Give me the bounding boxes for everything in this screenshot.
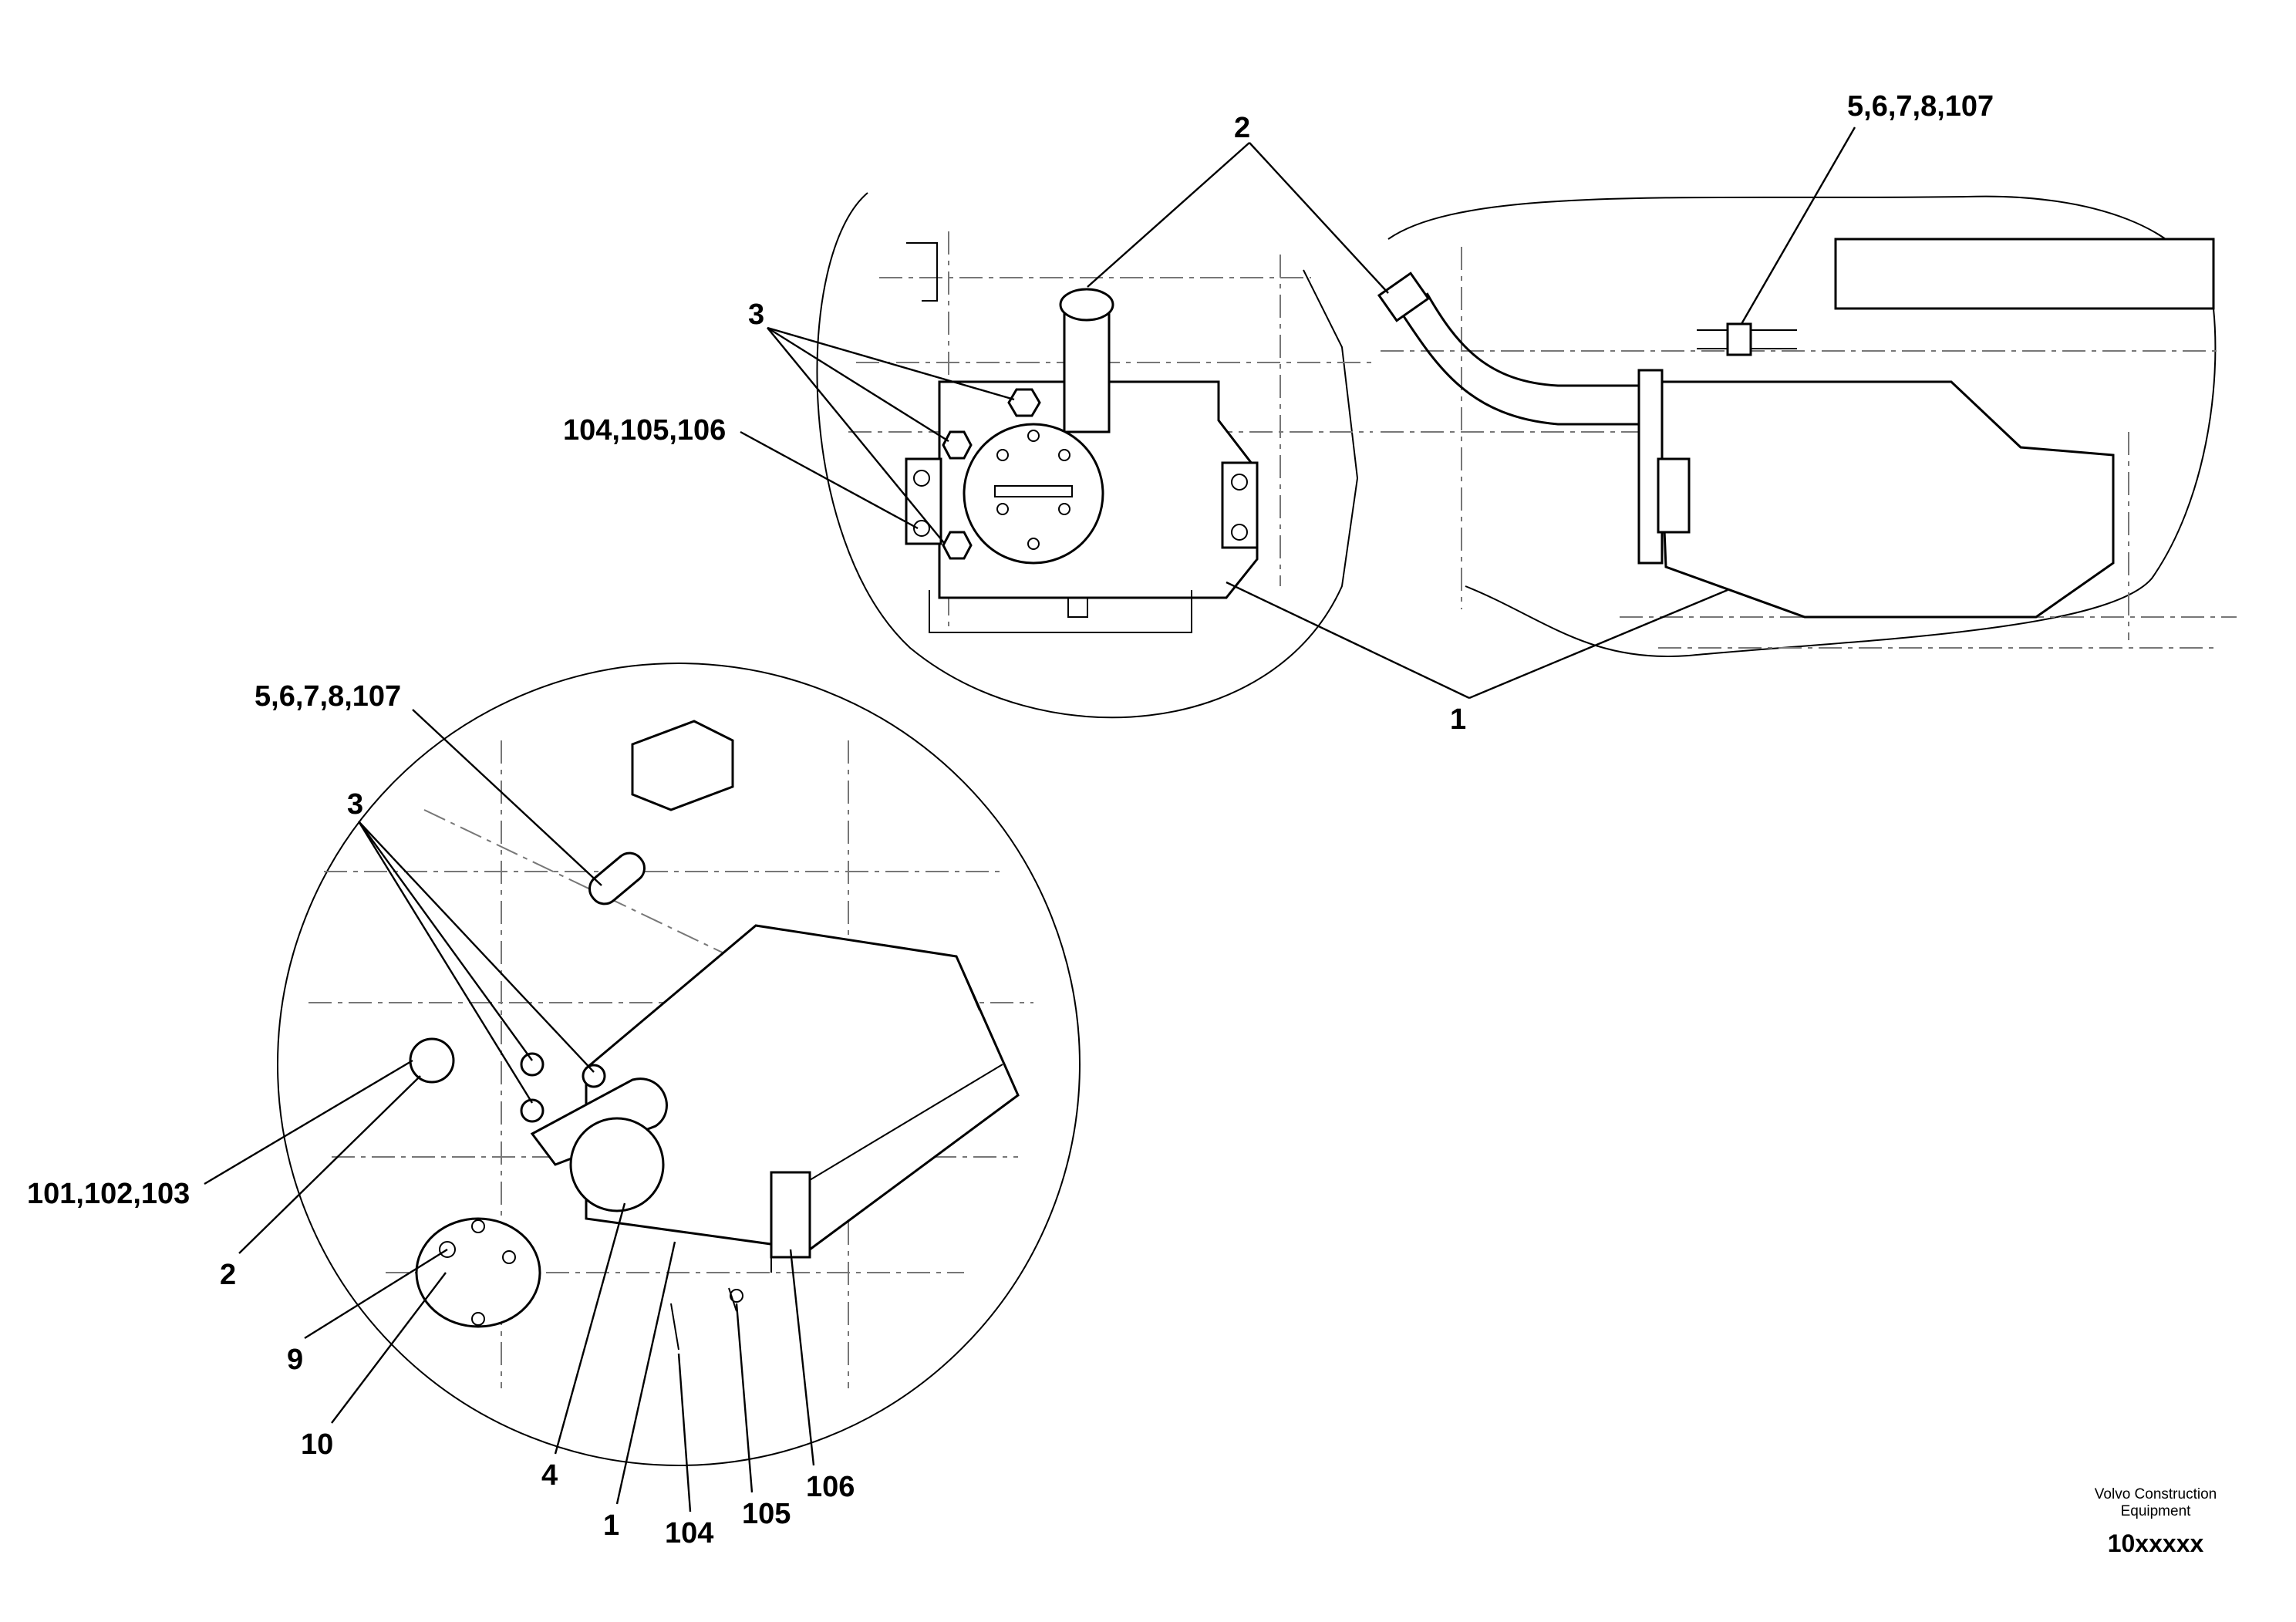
top-view-left-mount bbox=[905, 457, 942, 545]
top-view-bolt bbox=[1231, 474, 1248, 491]
perspective-flange-bolt bbox=[502, 1250, 516, 1264]
leader-persp-106 bbox=[789, 1249, 815, 1466]
top-view-plug bbox=[942, 430, 973, 460]
footer-company-line1: Volvo Construction bbox=[2095, 1486, 2217, 1502]
top-view-filler-tube bbox=[1063, 307, 1111, 433]
top-view-strap bbox=[929, 590, 1192, 633]
leader-persp-101-102-103 bbox=[204, 1059, 413, 1185]
perspective-breather bbox=[588, 851, 646, 905]
perspective-washer bbox=[730, 1289, 743, 1303]
callout-persp-9: 9 bbox=[287, 1344, 303, 1376]
callout-persp-101-102-103: 101,102,103 bbox=[27, 1178, 190, 1210]
callout-side-5-6-7-8-107: 5,6,7,8,107 bbox=[1847, 90, 1994, 123]
top-view-filler-cap bbox=[1059, 288, 1114, 322]
top-view-bolt bbox=[913, 470, 930, 487]
callout-persp-104: 104 bbox=[665, 1517, 713, 1549]
top-view-bolt bbox=[913, 520, 930, 537]
leader-persp-2 bbox=[238, 1075, 421, 1254]
side-view-flange bbox=[1657, 457, 1691, 534]
leader-lines bbox=[204, 126, 1856, 1512]
top-view-right-mount bbox=[1221, 461, 1259, 549]
side-view-breather bbox=[1726, 322, 1752, 356]
leader-persp-10 bbox=[331, 1272, 447, 1424]
footer-drawing-code: 10xxxxx bbox=[2108, 1529, 2204, 1557]
perspective-flange bbox=[569, 1117, 665, 1212]
leader-top-104-105-106 bbox=[740, 430, 919, 530]
top-view-bracket bbox=[906, 242, 938, 302]
callout-top-3: 3 bbox=[748, 298, 764, 331]
leader-side-5-6-7-8-107 bbox=[1740, 126, 1856, 325]
side-view-breather-body bbox=[1697, 329, 1797, 349]
footer: Volvo Construction Equipment 10xxxxx bbox=[2095, 1486, 2217, 1557]
perspective-plug bbox=[520, 1098, 544, 1123]
side-view bbox=[1377, 195, 2237, 658]
perspective-gauge bbox=[409, 1037, 455, 1084]
callout-persp-3: 3 bbox=[347, 788, 363, 821]
top-view-frame-outline bbox=[816, 192, 1359, 719]
callout-persp-105: 105 bbox=[742, 1498, 791, 1530]
callout-persp-10: 10 bbox=[301, 1428, 333, 1461]
side-view-filler-tube bbox=[1394, 292, 1658, 426]
leader-top-3 bbox=[767, 326, 1015, 401]
perspective-flange-bolt bbox=[439, 1241, 456, 1258]
leader-side-1 bbox=[1468, 588, 1728, 700]
top-view-flange bbox=[963, 423, 1104, 565]
perspective-flange-bolt bbox=[471, 1312, 485, 1326]
leader-top-1 bbox=[1226, 581, 1470, 700]
top-view-flange-bolt bbox=[1027, 430, 1040, 442]
callout-persp-2: 2 bbox=[220, 1259, 236, 1291]
top-view-flange-bolt bbox=[996, 503, 1009, 515]
callout-persp-4: 4 bbox=[541, 1459, 558, 1492]
callout-top-2: 2 bbox=[1234, 112, 1250, 144]
leader-persp-104 bbox=[677, 1353, 692, 1512]
top-view-plug bbox=[942, 531, 973, 560]
leader-top-2 bbox=[1087, 142, 1250, 288]
leader-persp-4 bbox=[554, 1202, 626, 1455]
side-view-upper-box bbox=[1834, 238, 2215, 310]
perspective-flange-bolt bbox=[471, 1219, 485, 1233]
callout-persp-106: 106 bbox=[806, 1471, 855, 1503]
side-view-filler-cap bbox=[1377, 271, 1431, 322]
leader-top-3 bbox=[767, 327, 946, 545]
callout-top-104-105-106: 104,105,106 bbox=[563, 414, 726, 447]
leader-persp-3 bbox=[357, 821, 534, 1104]
leader-persp-1 bbox=[615, 1241, 676, 1505]
perspective-top-box bbox=[631, 720, 734, 811]
leader-persp-3 bbox=[358, 821, 595, 1073]
top-view-bolt bbox=[1231, 524, 1248, 541]
perspective-bolts bbox=[670, 1287, 737, 1351]
leader-persp-3 bbox=[358, 821, 533, 1061]
perspective-sender-unit bbox=[415, 1217, 541, 1328]
perspective-plug bbox=[520, 1052, 544, 1077]
side-view-tank-body bbox=[1657, 380, 2115, 619]
footer-company-line2: Equipment bbox=[2121, 1503, 2192, 1519]
perspective-plug bbox=[582, 1064, 606, 1088]
perspective-mount bbox=[770, 1171, 811, 1259]
leader-persp-5-6-7-8-107 bbox=[412, 709, 602, 886]
top-view-flange-bolt bbox=[996, 449, 1009, 461]
top-view bbox=[816, 192, 1373, 719]
callout-labels: 2 3 104,105,106 1 5,6,7,8,107 5,6,7,8,10… bbox=[27, 90, 1994, 1549]
top-view-flange-slot bbox=[994, 485, 1073, 497]
perspective-detail-circle bbox=[277, 663, 1081, 1466]
callout-persp-5-6-7-8-107: 5,6,7,8,107 bbox=[255, 680, 401, 713]
callout-persp-1: 1 bbox=[603, 1509, 619, 1542]
leader-persp-9 bbox=[304, 1248, 448, 1340]
top-view-flange-bolt bbox=[1058, 449, 1070, 461]
leader-persp-105 bbox=[735, 1303, 754, 1493]
perspective-view bbox=[277, 663, 1081, 1466]
top-view-flange-bolt bbox=[1027, 538, 1040, 550]
leader-top-3 bbox=[767, 326, 949, 443]
top-view-plug bbox=[1007, 388, 1041, 417]
top-view-flange-bolt bbox=[1058, 503, 1070, 515]
callout-top-1: 1 bbox=[1450, 703, 1466, 736]
side-view-frame-outline bbox=[1387, 195, 2217, 658]
leader-side-2 bbox=[1249, 142, 1389, 294]
